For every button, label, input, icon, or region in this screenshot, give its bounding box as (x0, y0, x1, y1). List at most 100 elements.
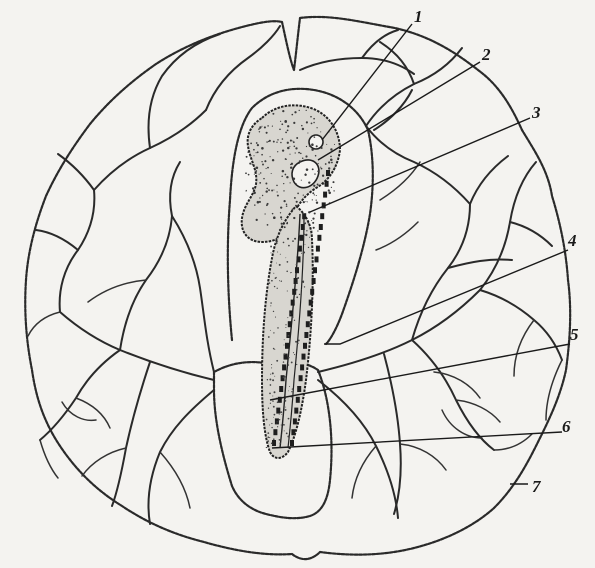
speckle-dot (308, 247, 309, 248)
speckle-dot (273, 348, 275, 350)
speckle-dot (274, 391, 276, 393)
speckle-dot (264, 213, 265, 214)
speckle-dot (294, 197, 296, 199)
somite (290, 440, 294, 446)
somite (319, 224, 323, 230)
speckle-dot (292, 316, 294, 318)
speckle-dot (262, 164, 264, 166)
speckle-dot (264, 126, 266, 128)
speckle-dot (306, 121, 308, 123)
speckle-dot (265, 183, 267, 185)
somite (288, 321, 292, 327)
speckle-dot (290, 140, 292, 142)
somite (313, 267, 317, 273)
speckle-dot (287, 130, 289, 132)
speckle-dot (267, 125, 269, 127)
speckle-dot (305, 223, 306, 224)
speckle-dot (287, 147, 290, 150)
speckle-dot (288, 364, 290, 366)
speckle-dot (285, 400, 287, 402)
speckle-dot (298, 152, 300, 154)
speckle-dot (303, 251, 305, 253)
speckle-dot (321, 168, 323, 170)
speckle-dot (296, 289, 298, 291)
leader-2 (318, 62, 480, 160)
speckle-dot (271, 364, 272, 365)
speckle-dot (328, 161, 330, 163)
speckle-dot (284, 226, 286, 228)
speckle-dot (307, 222, 309, 224)
speckle-dot (277, 252, 278, 253)
speckle-dot (284, 345, 285, 346)
speckle-dot (274, 414, 276, 416)
speckle-dot (279, 129, 281, 131)
speckle-dot (269, 393, 271, 395)
speckle-dot (300, 153, 302, 155)
speckle-dot (253, 155, 254, 156)
speckle-dot (293, 217, 295, 219)
speckle-dot (311, 123, 313, 125)
label-6: 6 (562, 417, 571, 436)
speckle-dot (309, 145, 311, 147)
speckle-dot (320, 167, 321, 168)
speckle-dot (268, 190, 269, 191)
speckle-dot (296, 137, 298, 139)
speckle-dot (268, 436, 270, 438)
speckle-dot (294, 238, 296, 240)
speckle-dot (295, 276, 296, 277)
speckle-dot (261, 147, 264, 150)
speckle-dot (311, 148, 313, 150)
speckle-dot (301, 125, 303, 127)
speckle-dot (259, 174, 260, 175)
speckle-dot (286, 271, 288, 273)
speckle-dot (276, 360, 278, 362)
label-2: 2 (481, 45, 491, 64)
speckle-dot (281, 176, 283, 178)
speckle-dot (307, 132, 308, 133)
somite (304, 332, 308, 338)
speckle-dot (313, 122, 315, 124)
speckle-dot (268, 141, 269, 142)
speckle-dot (267, 167, 269, 169)
speckle-dot (287, 238, 289, 240)
speckle-dot (286, 203, 288, 205)
speckle-dot (277, 426, 278, 427)
speckle-dot (299, 294, 300, 295)
speckle-dot (270, 252, 271, 253)
speckle-dot (325, 163, 327, 165)
speckle-dot (277, 288, 278, 289)
speckle-dot (284, 339, 285, 340)
speckle-dot (313, 185, 315, 187)
speckle-dot (285, 398, 286, 399)
speckle-dot (331, 162, 333, 164)
speckle-dot (256, 166, 259, 169)
speckle-dot (279, 443, 280, 444)
speckle-dot (331, 187, 332, 188)
speckle-dot (269, 379, 271, 381)
speckle-dot (277, 401, 279, 403)
speckle-dot (270, 374, 271, 375)
speckle-dot (250, 155, 252, 157)
speckle-dot (306, 110, 307, 111)
speckle-dot (261, 126, 262, 127)
speckle-dot (293, 352, 294, 353)
speckle-dot (246, 156, 248, 158)
speckle-dot (287, 436, 289, 438)
speckle-dot (291, 272, 292, 273)
speckle-dot (280, 212, 281, 213)
speckle-dot (245, 172, 247, 174)
speckle-dot (302, 157, 303, 158)
speckle-dot (313, 118, 315, 120)
speckle-dot (280, 206, 282, 208)
speckle-dot (281, 434, 282, 435)
speckle-dot (280, 142, 282, 144)
speckle-dot (272, 372, 274, 374)
speckle-dot (312, 168, 314, 170)
speckle-dot (289, 430, 290, 431)
speckle-dot (279, 419, 280, 420)
speckle-dot (297, 277, 299, 279)
speckle-dot (255, 170, 257, 172)
speckle-dot (291, 163, 293, 165)
speckle-dot (288, 245, 290, 247)
